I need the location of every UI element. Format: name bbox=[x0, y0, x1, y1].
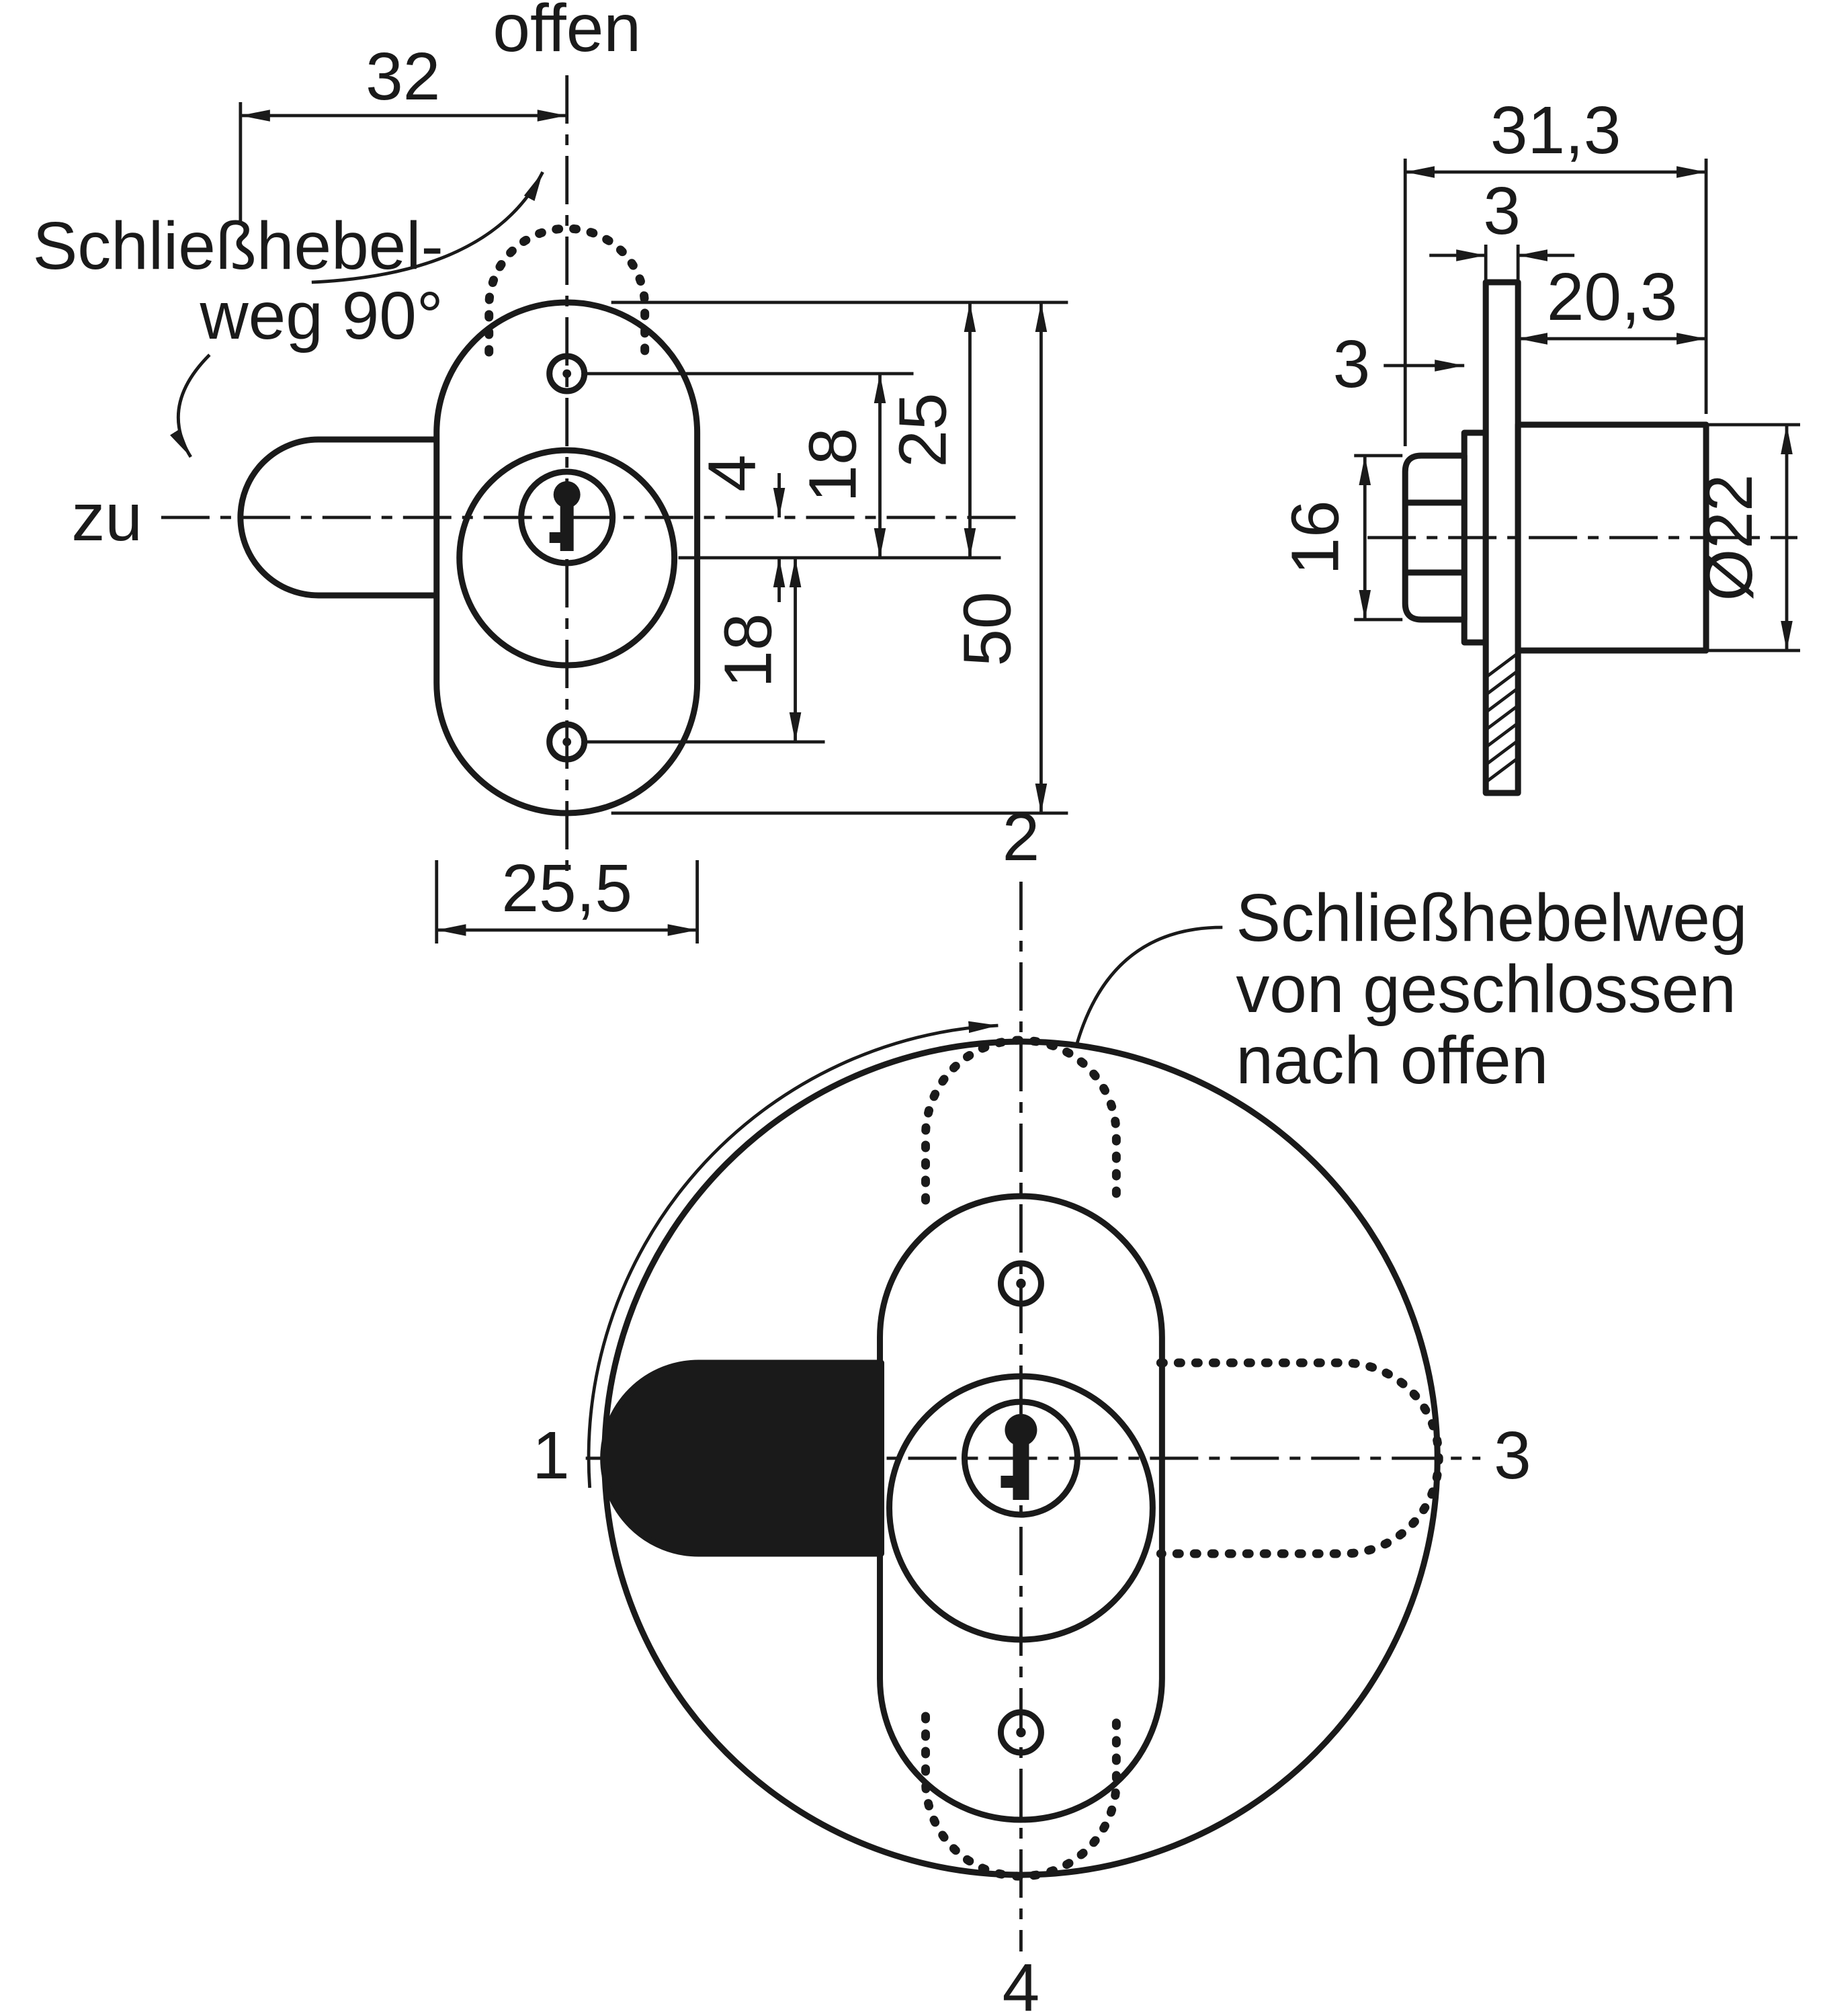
side-view: 31,3 3 3 20,3 16 Ø22 bbox=[1277, 93, 1801, 796]
dim-20-3-label: 20,3 bbox=[1547, 259, 1678, 335]
front-view: 32 offen Schließhebel- weg 90° zu 4 18 2… bbox=[33, 0, 1068, 943]
position-4-label: 4 bbox=[1003, 1950, 1040, 2016]
latch-position-2-dashed bbox=[921, 1036, 1121, 1205]
key-glyph bbox=[549, 481, 581, 551]
dim-d22-label: Ø22 bbox=[1691, 474, 1767, 601]
rotation-note-line2: von geschlossen bbox=[1236, 952, 1736, 1027]
dim-32-label: 32 bbox=[366, 39, 440, 114]
latch-position-1-solid bbox=[600, 1359, 885, 1557]
closed-position-label: zu bbox=[71, 480, 142, 555]
latch-position-3-dashed bbox=[1156, 1358, 1443, 1558]
latch-position-4-dashed bbox=[921, 1712, 1121, 1881]
rotation-note-line1: Schließhebelweg bbox=[1236, 880, 1747, 956]
dim-4-label: 4 bbox=[695, 454, 770, 492]
note-leader-line bbox=[1074, 925, 1223, 1048]
screw-hole-top-center bbox=[562, 369, 572, 378]
dim-50-label: 50 bbox=[949, 591, 1025, 666]
lever-note-line2: weg 90° bbox=[199, 278, 443, 353]
lever-travel-arrow-closed bbox=[169, 353, 211, 458]
rotation-travel-arrow bbox=[587, 1021, 999, 1488]
dim-31-3-label: 31,3 bbox=[1490, 93, 1621, 168]
key-glyph-rotation bbox=[1001, 1414, 1037, 1500]
rotation-note-line3: nach offen bbox=[1236, 1023, 1548, 1098]
position-2-label: 2 bbox=[1003, 800, 1040, 875]
lever-travel-arrow-open bbox=[311, 171, 544, 284]
open-position-label: offen bbox=[493, 0, 641, 66]
position-3-label: 3 bbox=[1494, 1418, 1531, 1493]
position-1-label: 1 bbox=[532, 1418, 570, 1493]
dim-3-front-label: 3 bbox=[1333, 327, 1371, 402]
lever-note-line1: Schließhebel- bbox=[33, 208, 443, 284]
dim-25-5-label: 25,5 bbox=[501, 851, 632, 926]
dim-18-top-label: 18 bbox=[796, 427, 871, 502]
dim-25-label: 25 bbox=[885, 392, 960, 467]
screw-top-center-rotation bbox=[1016, 1278, 1026, 1289]
dim-16-label: 16 bbox=[1277, 500, 1353, 575]
dim-3-plate-label: 3 bbox=[1483, 173, 1521, 249]
rotation-view: 2 1 3 4 Schließhebelweg von geschlossen … bbox=[532, 800, 1747, 2016]
plate-hatching bbox=[1484, 652, 1519, 784]
dim-18-bottom-label: 18 bbox=[711, 613, 786, 687]
